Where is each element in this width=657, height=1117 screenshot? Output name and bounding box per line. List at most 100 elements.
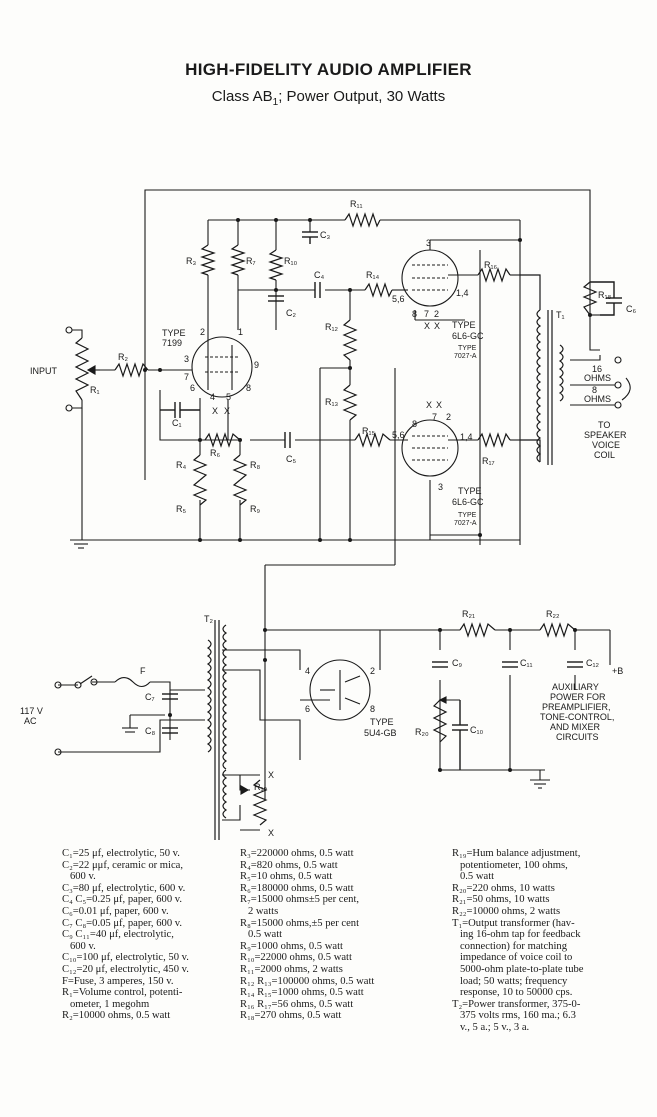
tube2-alt-number: 7027-A [454, 353, 477, 360]
x-label-top: X [268, 770, 274, 780]
parts-list-item: R₁₆ R₁₇=56 ohms, 0.5 watt [240, 998, 354, 1010]
plus-b-label: +B [612, 666, 623, 676]
parts-list-item: C₇ C₈=0.05 μf, paper, 600 v. [62, 917, 183, 929]
label-c7: C₇ [145, 692, 155, 702]
tube4-type: TYPE [370, 717, 394, 727]
capacitors [160, 231, 622, 770]
label-r16: R₁₆ [484, 260, 498, 270]
fuse-and-switch [54, 675, 151, 756]
resistor-r20 [432, 699, 448, 743]
speaker-label-2: SPEAKER [584, 430, 627, 440]
label-r22: R₂₂ [546, 609, 560, 619]
tube1-number: 7199 [162, 338, 182, 348]
parts-list-item: R₁₀=22000 ohms, 0.5 watt [240, 952, 352, 964]
parts-list-item: R₂₀=220 ohms, 10 watts [452, 882, 555, 894]
page-title: HIGH-FIDELITY AUDIO AMPLIFIER [185, 60, 472, 79]
resistor-r9 [232, 479, 248, 506]
tube4-number: 5U4-GB [364, 728, 397, 738]
parts-list-item: R₁₁=2000 ohms, 2 watts [240, 963, 343, 975]
resistor-r19 [252, 779, 268, 826]
pin-label: 3 [426, 238, 431, 248]
label-c12: C₁₂ [586, 658, 600, 668]
input-label: INPUT [30, 366, 58, 376]
label-r9: R₉ [250, 504, 260, 514]
resistor-r1 [74, 337, 90, 401]
input-terminals [65, 326, 73, 412]
parts-list-item: R₅=10 ohms, 0.5 watt [240, 871, 333, 883]
parts-list-item: T₁=Output transformer (hav- [452, 917, 575, 929]
label-r19: R₁₉ [254, 782, 268, 792]
tube-7199 [191, 336, 253, 398]
resistor-r14 [364, 282, 393, 298]
resistor-r12 [342, 319, 358, 361]
resistor-r3 [200, 244, 216, 276]
resistor-r8 [232, 454, 248, 481]
parts-list-item: C₄ C₅=0.25 μf, paper, 600 v. [62, 894, 183, 906]
label-c3: C₃ [320, 230, 330, 240]
junctions [143, 218, 592, 772]
label-r20: R₂₀ [415, 727, 429, 737]
label-c2: C₂ [286, 308, 296, 318]
pin-label: 6 [190, 383, 195, 393]
tube3-type: TYPE [458, 486, 482, 496]
label-r18: R₁₈ [598, 290, 612, 300]
label-r14: R₁₄ [366, 270, 380, 280]
tube2-alt-type: TYPE [458, 345, 477, 352]
label-t1: T₁ [556, 310, 565, 320]
label-r3: R₃ [186, 256, 196, 266]
parts-list-item: R₂₁=50 ohms, 10 watts [452, 894, 550, 906]
parts-list-item: R₁₉=Hum balance adjustment, [452, 848, 581, 859]
resistor-r13 [342, 384, 358, 421]
pin-label: X [224, 406, 230, 416]
label-r2: R₂ [118, 352, 128, 362]
label-r6: R₆ [210, 448, 220, 458]
pin-label: 5,6 [392, 294, 405, 304]
label-r21: R₂₁ [462, 609, 475, 619]
ohms16-unit: OHMS [584, 373, 611, 383]
parts-list-item: impedance of voice coil to [452, 952, 573, 964]
aux-label-2: POWER FOR [550, 692, 606, 702]
parts-list-item: C₃=80 μf, electrolytic, 600 v. [62, 882, 186, 894]
parts-list-item: potentiometer, 100 ohms, [452, 859, 568, 871]
pin-label: 7 [432, 412, 437, 422]
parts-list-item: R₄=820 ohms, 0.5 watt [240, 859, 338, 871]
label-c6: C₆ [626, 304, 636, 314]
resistor-r11 [344, 212, 381, 228]
resistor-r22 [539, 622, 576, 638]
pin-label: 3 [438, 482, 443, 492]
parts-list-item: 600 v. [62, 940, 96, 952]
tube2-number: 6L6-GC [452, 331, 484, 341]
parts-list-item: R₂=10000 ohms, 0.5 watt [62, 1010, 171, 1022]
parts-list-item: R₇=15000 ohms±5 per cent, [240, 894, 360, 906]
ac-voltage: 117 V [20, 706, 43, 716]
pin-label: 4 [305, 666, 310, 676]
tube-6l6-lower [401, 419, 459, 477]
aux-label-6: CIRCUITS [556, 732, 599, 742]
output-transformer [520, 274, 564, 465]
parts-list-item: C₆=0.01 μf, paper, 600 v. [62, 905, 169, 917]
parts-list-item: C₁₂=20 μf, electrolytic, 450 v. [62, 963, 189, 975]
label-c4: C₄ [314, 270, 324, 280]
label-c5: C₅ [286, 454, 296, 464]
label-c9: C₉ [452, 658, 462, 668]
tube-6l6-upper [401, 249, 459, 307]
parts-list-item: R₆=180000 ohms, 0.5 watt [240, 882, 354, 894]
label-r10: R₁₀ [284, 256, 298, 266]
speaker-label-4: COIL [594, 450, 615, 460]
power-transformer [206, 620, 228, 840]
label-r13: R₁₃ [325, 397, 339, 407]
resistor-r5 [192, 479, 208, 506]
label-c1: C₁ [172, 418, 182, 428]
resistor-r16 [477, 267, 511, 283]
pin-label: 6 [305, 704, 310, 714]
page-subtitle: Class AB1; Power Output, 30 Watts [211, 88, 446, 108]
tube3-alt-type: TYPE [458, 512, 477, 519]
parts-list-item: 5000-ohm plate-to-plate tube [452, 963, 584, 975]
parts-list-item: R₁₄ R₁₅=1000 ohms, 0.5 watt [240, 987, 364, 999]
resistor-r6 [204, 432, 241, 448]
label-r5: R₅ [176, 504, 186, 514]
pin-label: 2 [446, 412, 451, 422]
ohms16-value: 16 [592, 364, 602, 374]
aux-label-5: AND MIXER [550, 722, 601, 732]
